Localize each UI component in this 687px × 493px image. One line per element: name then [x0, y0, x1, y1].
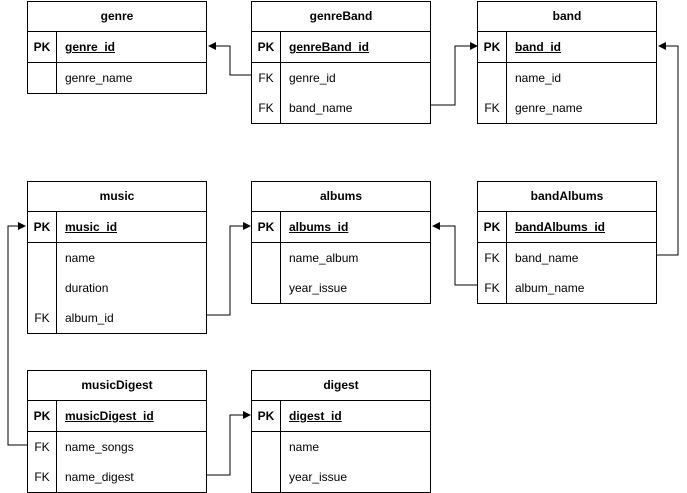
field-row[interactable]: FK name_digest [28, 462, 206, 492]
field-row[interactable]: FK genre_name [478, 93, 656, 123]
field-name: name [65, 251, 96, 265]
field-name: band_id [515, 40, 562, 54]
field-name: albums_id [289, 220, 349, 234]
key-type-label: PK [252, 401, 281, 431]
field-row[interactable]: FK band_name [252, 93, 430, 123]
field-name: band_name [289, 101, 353, 115]
primary-key-row[interactable]: PK music_id [28, 212, 206, 243]
field-name: name_songs [65, 440, 134, 454]
primary-key-row[interactable]: PK genreBand_id [252, 32, 430, 63]
primary-key-row[interactable]: PK band_id [478, 32, 656, 63]
field-row[interactable]: FK album_id [28, 303, 206, 333]
key-type-label [252, 273, 281, 303]
key-type-label: PK [28, 32, 57, 62]
field-name: genre_name [515, 101, 583, 115]
connector-music-albums [207, 222, 251, 316]
field-name: album_name [515, 281, 585, 295]
table-title: band [478, 2, 656, 32]
connector-bandalbums-albums [432, 222, 477, 286]
table-title: genre [28, 2, 206, 32]
field-name: genre_name [65, 71, 133, 85]
connector-musicdigest-digest [207, 411, 251, 476]
key-type-label: FK [28, 303, 57, 333]
key-type-label [28, 63, 57, 93]
key-type-label: FK [28, 462, 57, 492]
field-name: genre_id [289, 71, 336, 85]
table-title: albums [252, 182, 430, 212]
key-type-label [252, 243, 281, 273]
field-name: music_id [65, 220, 118, 234]
field-name: genre_id [65, 40, 116, 54]
field-row[interactable]: FK genre_id [252, 63, 430, 93]
table-title: bandAlbums [478, 182, 656, 212]
primary-key-row[interactable]: PK bandAlbums_id [478, 212, 656, 243]
connector-genreband-band [431, 42, 478, 106]
field-row[interactable]: FK name_songs [28, 432, 206, 462]
table-title: digest [252, 371, 430, 401]
field-name: bandAlbums_id [515, 220, 606, 234]
key-type-label: FK [478, 273, 507, 303]
field-row[interactable]: genre_name [28, 63, 206, 93]
field-name: duration [65, 281, 109, 295]
field-name: musicDigest_id [65, 409, 154, 423]
key-type-label [28, 243, 57, 273]
key-type-label: PK [478, 212, 507, 242]
key-type-label [252, 462, 281, 492]
primary-key-row[interactable]: PK digest_id [252, 401, 430, 432]
field-name: album_id [65, 311, 114, 325]
table-title: music [28, 182, 206, 212]
primary-key-row[interactable]: PK albums_id [252, 212, 430, 243]
field-row[interactable]: FK band_name [478, 243, 656, 273]
field-row[interactable]: name_album [252, 243, 430, 273]
field-name: name_digest [65, 470, 134, 484]
table-title: genreBand [252, 2, 430, 32]
field-row[interactable]: duration [28, 273, 206, 303]
key-type-label: FK [28, 432, 57, 462]
field-name: genreBand_id [289, 40, 370, 54]
field-name: year_issue [289, 281, 348, 295]
key-type-label: PK [28, 212, 57, 242]
field-row[interactable]: year_issue [252, 273, 430, 303]
field-name: name [289, 440, 320, 454]
field-row[interactable]: FK album_name [478, 273, 656, 303]
field-name: name_album [289, 251, 359, 265]
key-type-label: FK [478, 243, 507, 273]
field-name: band_name [515, 251, 579, 265]
connector-bandalbums-band [657, 42, 679, 256]
field-name: digest_id [289, 409, 342, 423]
field-name: year_issue [289, 470, 348, 484]
key-type-label [28, 273, 57, 303]
key-type-label: FK [478, 93, 507, 123]
connector-musicdigest-music [7, 222, 27, 446]
key-type-label: PK [478, 32, 507, 62]
field-row[interactable]: name_id [478, 63, 656, 93]
primary-key-row[interactable]: PK musicDigest_id [28, 401, 206, 432]
field-name: name_id [515, 71, 562, 85]
key-type-label: PK [28, 401, 57, 431]
primary-key-row[interactable]: PK genre_id [28, 32, 206, 63]
key-type-label: PK [252, 32, 281, 62]
key-type-label: PK [252, 212, 281, 242]
key-type-label [478, 63, 507, 93]
table-title: musicDigest [28, 371, 206, 401]
field-row[interactable]: year_issue [252, 462, 430, 492]
field-row[interactable]: name [28, 243, 206, 273]
field-row[interactable]: name [252, 432, 430, 462]
key-type-label [252, 432, 281, 462]
connector-genreband-genre [208, 42, 251, 76]
key-type-label: FK [252, 93, 281, 123]
key-type-label: FK [252, 63, 281, 93]
